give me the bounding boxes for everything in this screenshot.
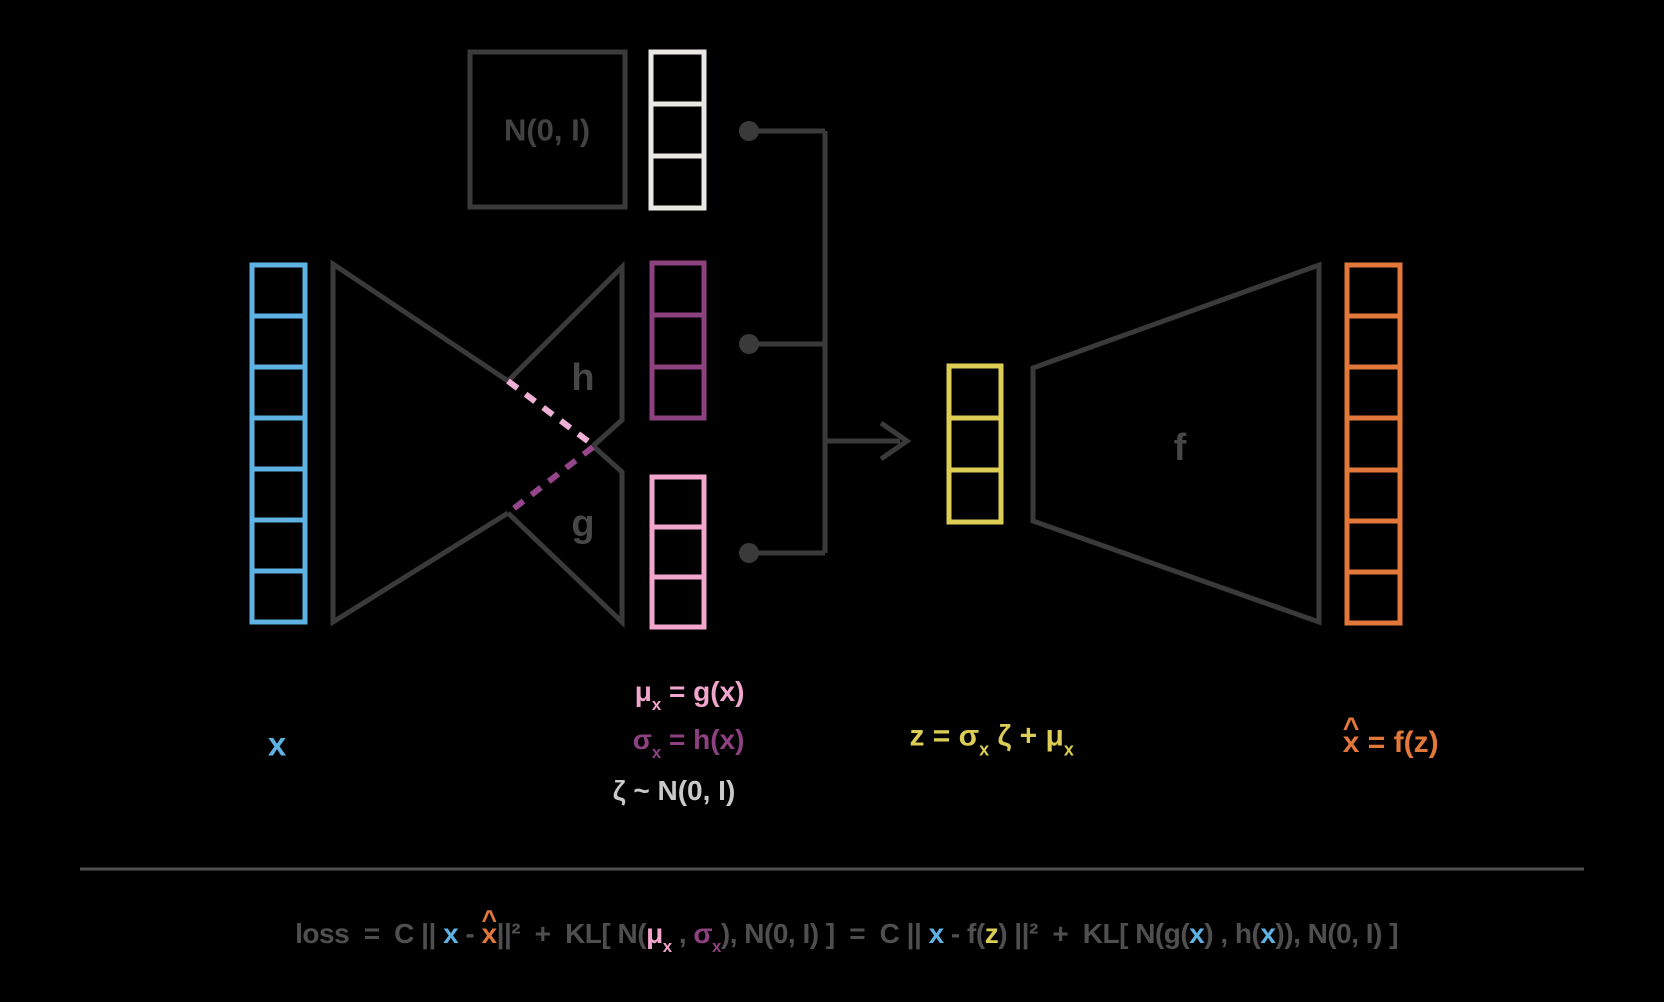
connector-dots <box>739 121 759 563</box>
z-formula-p2: ζ + μ <box>989 719 1064 753</box>
loss-hat-icon: ^ <box>481 905 498 936</box>
loss-kl1-end: ), N(0, I) ] <box>720 917 835 949</box>
sigma-formula: σx = h(x) <box>602 698 745 790</box>
f-network-label: f <box>1173 427 1187 469</box>
sigma-subscript: x <box>651 743 662 763</box>
noise-distribution-box <box>467 49 628 210</box>
merge-connector <box>757 128 912 556</box>
loss-sigma-sub: x <box>712 937 721 957</box>
sigma-symbol: σ <box>632 723 652 755</box>
loss-plus2: + <box>1037 917 1083 949</box>
mu-rest: = g(x) <box>661 675 745 707</box>
input-label: x <box>267 725 287 763</box>
loss-sigma: σ <box>693 917 713 949</box>
loss-z: z <box>984 917 999 949</box>
loss-norm2: ) ||² <box>998 917 1038 949</box>
xhat-formula: ^x = f(z) <box>1309 698 1439 788</box>
mu-formula: μx = g(x) <box>604 650 745 742</box>
loss-kl1: KL[ N( <box>565 917 647 949</box>
output-vector <box>1344 262 1403 626</box>
mu-vector <box>649 474 707 630</box>
loss-minus1: - <box>458 917 482 949</box>
z-vector <box>946 363 1004 525</box>
loss-xhat-x: x <box>481 917 498 949</box>
z-formula-sub1: x <box>979 739 990 760</box>
loss-x1: x <box>443 917 459 949</box>
h-branch-dashed-edge <box>506 444 595 516</box>
loss-norm1: ||² <box>496 917 521 949</box>
sigma-vector <box>649 260 707 421</box>
loss-c2: C || <box>879 917 929 949</box>
input-vector <box>249 262 308 625</box>
loss-mu: μ <box>646 917 663 949</box>
arrow-head-icon <box>879 420 912 462</box>
loss-f-open: - f( <box>943 917 985 949</box>
z-formula-p1: z = σ <box>909 719 980 753</box>
h-network-label: h <box>571 357 595 399</box>
mu-symbol: μ <box>634 675 652 707</box>
mu-tap-dot <box>739 543 759 563</box>
z-formula-sub2: x <box>1063 739 1074 760</box>
loss-eq1: = <box>349 917 395 949</box>
loss-plus1: + <box>520 917 566 949</box>
loss-x2: x <box>928 917 945 949</box>
loss-kl2: KL[ N(g( <box>1082 917 1190 949</box>
decoder-funnel <box>1030 261 1322 626</box>
xhat-rest: = f(z) <box>1359 726 1439 759</box>
noise-sample-vector <box>648 49 707 211</box>
loss-x4: x <box>1260 917 1276 949</box>
zeta-formula: ζ ~ N(0, I) <box>612 775 736 806</box>
loss-word: loss <box>295 917 350 949</box>
z-formula: z = σx ζ + μx <box>876 692 1074 789</box>
sigma-tap-dot <box>739 334 759 354</box>
sigma-rest: = h(x) <box>661 723 745 755</box>
loss-kl2-end: )), N(0, I) ] <box>1275 917 1399 949</box>
xhat-x: x <box>1342 726 1360 759</box>
noise-box-label: N(0, I) <box>503 112 591 148</box>
loss-x3: x <box>1189 917 1205 949</box>
noise-tap-dot <box>739 121 759 141</box>
x-hat: ^x <box>1342 714 1360 759</box>
loss-eq2: = <box>834 917 880 949</box>
hat-icon: ^ <box>1342 712 1360 745</box>
mu-subscript: x <box>651 695 662 715</box>
loss-mu-sub: x <box>662 937 672 957</box>
loss-h-open: ) , h( <box>1204 917 1261 949</box>
loss-x-hat: ^x <box>481 907 498 949</box>
g-branch-dashed-edge <box>506 378 595 448</box>
loss-comma1: , <box>671 917 694 949</box>
g-network-label: g <box>571 503 595 545</box>
g-branch <box>506 444 625 628</box>
h-branch <box>506 260 625 448</box>
loss-c1: C || <box>394 917 444 949</box>
loss-formula: loss = C || x - ^x||² + KL[ N(μx , σx), … <box>0 892 1664 984</box>
encoder-funnel <box>330 259 510 627</box>
